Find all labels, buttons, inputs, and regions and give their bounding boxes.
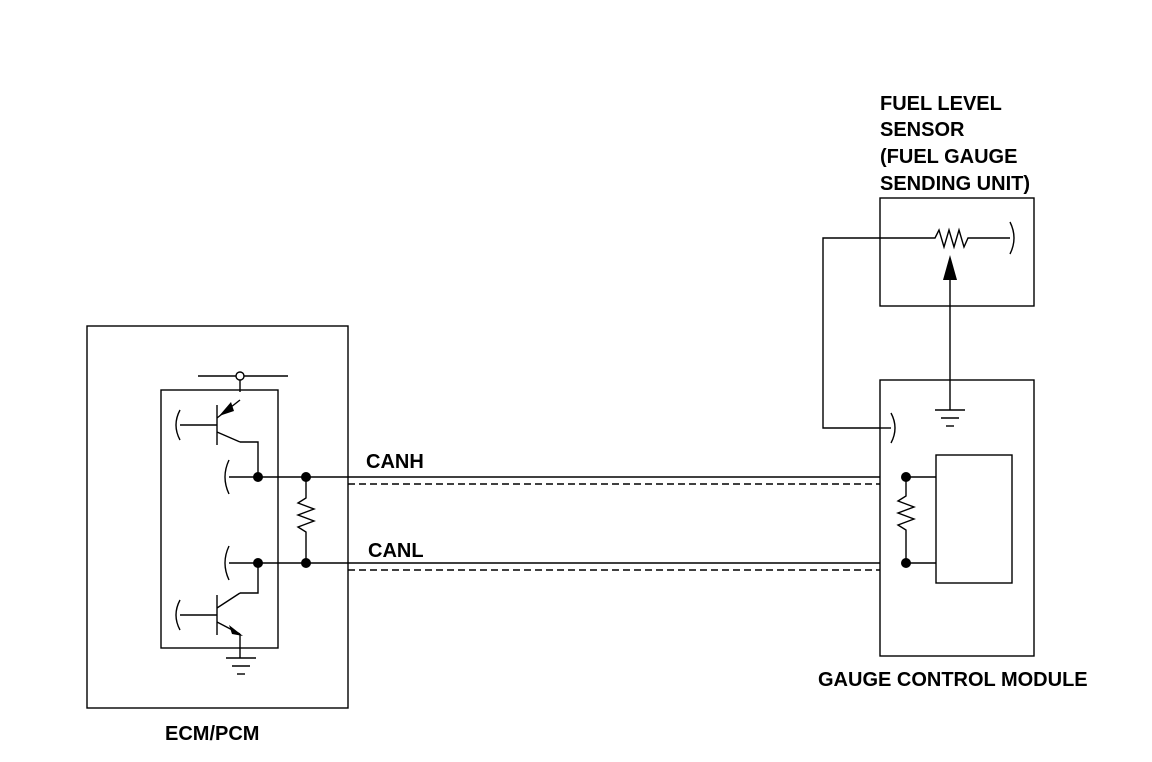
can-bus: CANH CANL xyxy=(306,451,880,571)
ecm-canh-node-inner xyxy=(253,472,263,482)
ecm-ground-icon xyxy=(226,657,256,675)
gauge-module-label: GAUGE CONTROL MODULE xyxy=(818,669,1088,691)
sensor-connector-symbol xyxy=(1009,221,1015,255)
ecm-outer-box xyxy=(86,325,349,709)
ecm-canl-node xyxy=(301,558,311,568)
sensor-label-line2: SENSOR xyxy=(880,119,965,141)
sensor-label-line4: SENDING UNIT) xyxy=(880,173,1030,195)
upper-transistor xyxy=(175,399,259,477)
sensor-label-line1: FUEL LEVEL xyxy=(880,93,1002,115)
ecm-canl-node-inner xyxy=(253,558,263,568)
ecm-inner-box xyxy=(160,389,279,649)
ecm-canl-connector xyxy=(224,545,230,581)
upper-input-connector xyxy=(175,409,181,441)
gauge-module-box xyxy=(879,379,1035,657)
ecm-canh-node xyxy=(301,472,311,482)
lower-transistor xyxy=(175,563,259,658)
ecm-termination-resistor xyxy=(296,477,316,563)
gauge-control-module: GAUGE CONTROL MODULE xyxy=(818,379,1088,691)
module-canh-node xyxy=(901,472,911,482)
canl-label: CANL xyxy=(368,540,424,562)
sensor-resistor xyxy=(880,227,1010,250)
module-connector-symbol xyxy=(890,412,896,444)
supply-terminal xyxy=(235,371,245,381)
ecm-canh-connector xyxy=(224,459,230,495)
ground-icon xyxy=(935,403,965,427)
sensor-signal-wire xyxy=(822,237,880,429)
sensor-box xyxy=(879,197,1035,307)
can-transceiver-box xyxy=(935,454,1013,584)
ecm-pcm: ECM/PCM xyxy=(86,325,349,745)
canh-label: CANH xyxy=(366,451,424,473)
fuel-level-sensor: FUEL LEVEL SENSOR (FUEL GAUGE SENDING UN… xyxy=(879,93,1035,307)
ecm-label: ECM/PCM xyxy=(165,723,259,745)
sensor-label-line3: (FUEL GAUGE xyxy=(880,146,1017,168)
lower-input-connector xyxy=(175,599,181,631)
sensor-wiper-arrow xyxy=(943,255,957,280)
module-termination-resistor xyxy=(896,477,916,563)
module-canl-node xyxy=(901,558,911,568)
